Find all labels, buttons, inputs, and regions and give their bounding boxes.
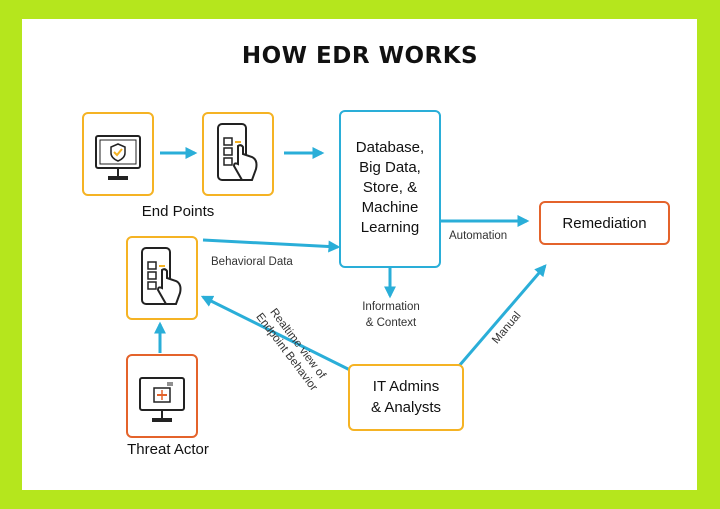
endpoint-monitor-box [82,112,154,196]
diagram-title: HOW EDR WORKS [241,43,479,69]
it-admins-box: IT Admins & Analysts [348,364,464,431]
monitor-shield-icon [95,135,141,180]
remediation-box: Remediation [539,201,670,245]
arrow-realtime-view [200,295,351,372]
end-points-label: End Points [141,203,215,220]
threat-actor-label: Threat Actor [127,441,209,458]
it-admins-label: IT Admins & Analysts [370,378,442,416]
database-label: Database, Big Data, Store, & Machine Lea… [355,139,425,236]
phone-tap-icon [217,123,258,181]
phone-tap-icon [141,247,182,305]
monitor-chip-icon [139,377,185,422]
arrow-behavioral-data [202,238,341,253]
endpoint-phone-box [202,112,274,196]
threat-phone-box [126,236,198,320]
behavioral-data-label: Behavioral Data [211,256,293,268]
remediation-label: Remediation [562,215,647,232]
database-box: Database, Big Data, Store, & Machine Lea… [339,110,441,268]
threat-actor-box [126,354,198,438]
arrow-manual [457,264,547,367]
information-context-label: Information & Context [362,301,420,329]
automation-label: Automation [449,230,508,242]
